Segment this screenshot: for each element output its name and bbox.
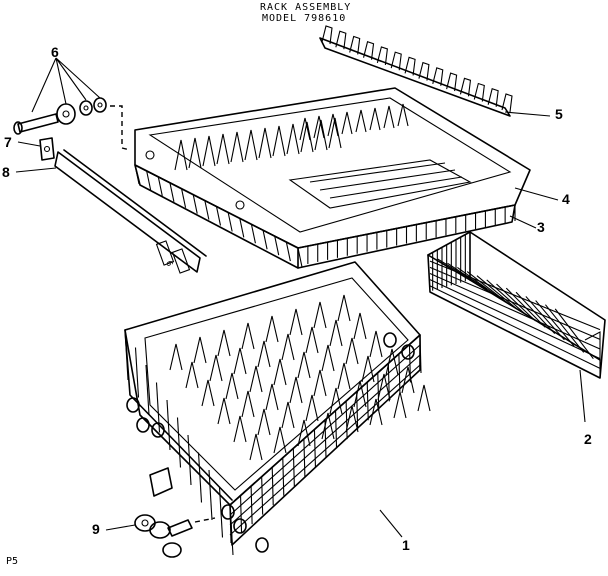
cup-shelf xyxy=(288,159,472,209)
wheel xyxy=(136,417,150,433)
roller-hardware xyxy=(13,97,131,151)
wheel-clip-parts xyxy=(134,467,216,558)
callout-6: 6 xyxy=(51,44,59,60)
callout-3: 3 xyxy=(537,219,545,235)
callout-4: 4 xyxy=(562,191,570,207)
svg-text:6: 6 xyxy=(164,259,175,267)
wheel xyxy=(151,422,165,438)
callout-7: 7 xyxy=(4,134,12,150)
callout-1: 1 xyxy=(402,537,410,553)
silverware-basket xyxy=(427,231,606,379)
upper-roller xyxy=(145,150,155,160)
wheel xyxy=(233,518,247,534)
callout-8: 8 xyxy=(2,164,10,180)
model-number: MODEL 798610 xyxy=(262,13,347,24)
lower-rack xyxy=(124,261,431,556)
track-end-stop xyxy=(39,137,55,161)
wheel xyxy=(255,537,269,553)
upper-roller xyxy=(235,200,245,210)
page-code: P5 xyxy=(6,556,19,567)
callout-9: 9 xyxy=(92,521,100,537)
wheel xyxy=(401,344,415,360)
wheel xyxy=(126,397,140,413)
callout-2: 2 xyxy=(584,431,592,447)
rack-track: 6 xyxy=(54,149,207,274)
diagram-title: RACK ASSEMBLY xyxy=(260,2,352,13)
wheel xyxy=(221,504,235,520)
wheel xyxy=(383,332,397,348)
fold-down-shelf xyxy=(319,25,513,117)
leader-lines xyxy=(15,57,586,538)
upper-rack xyxy=(134,87,531,269)
callout-5: 5 xyxy=(555,106,563,122)
